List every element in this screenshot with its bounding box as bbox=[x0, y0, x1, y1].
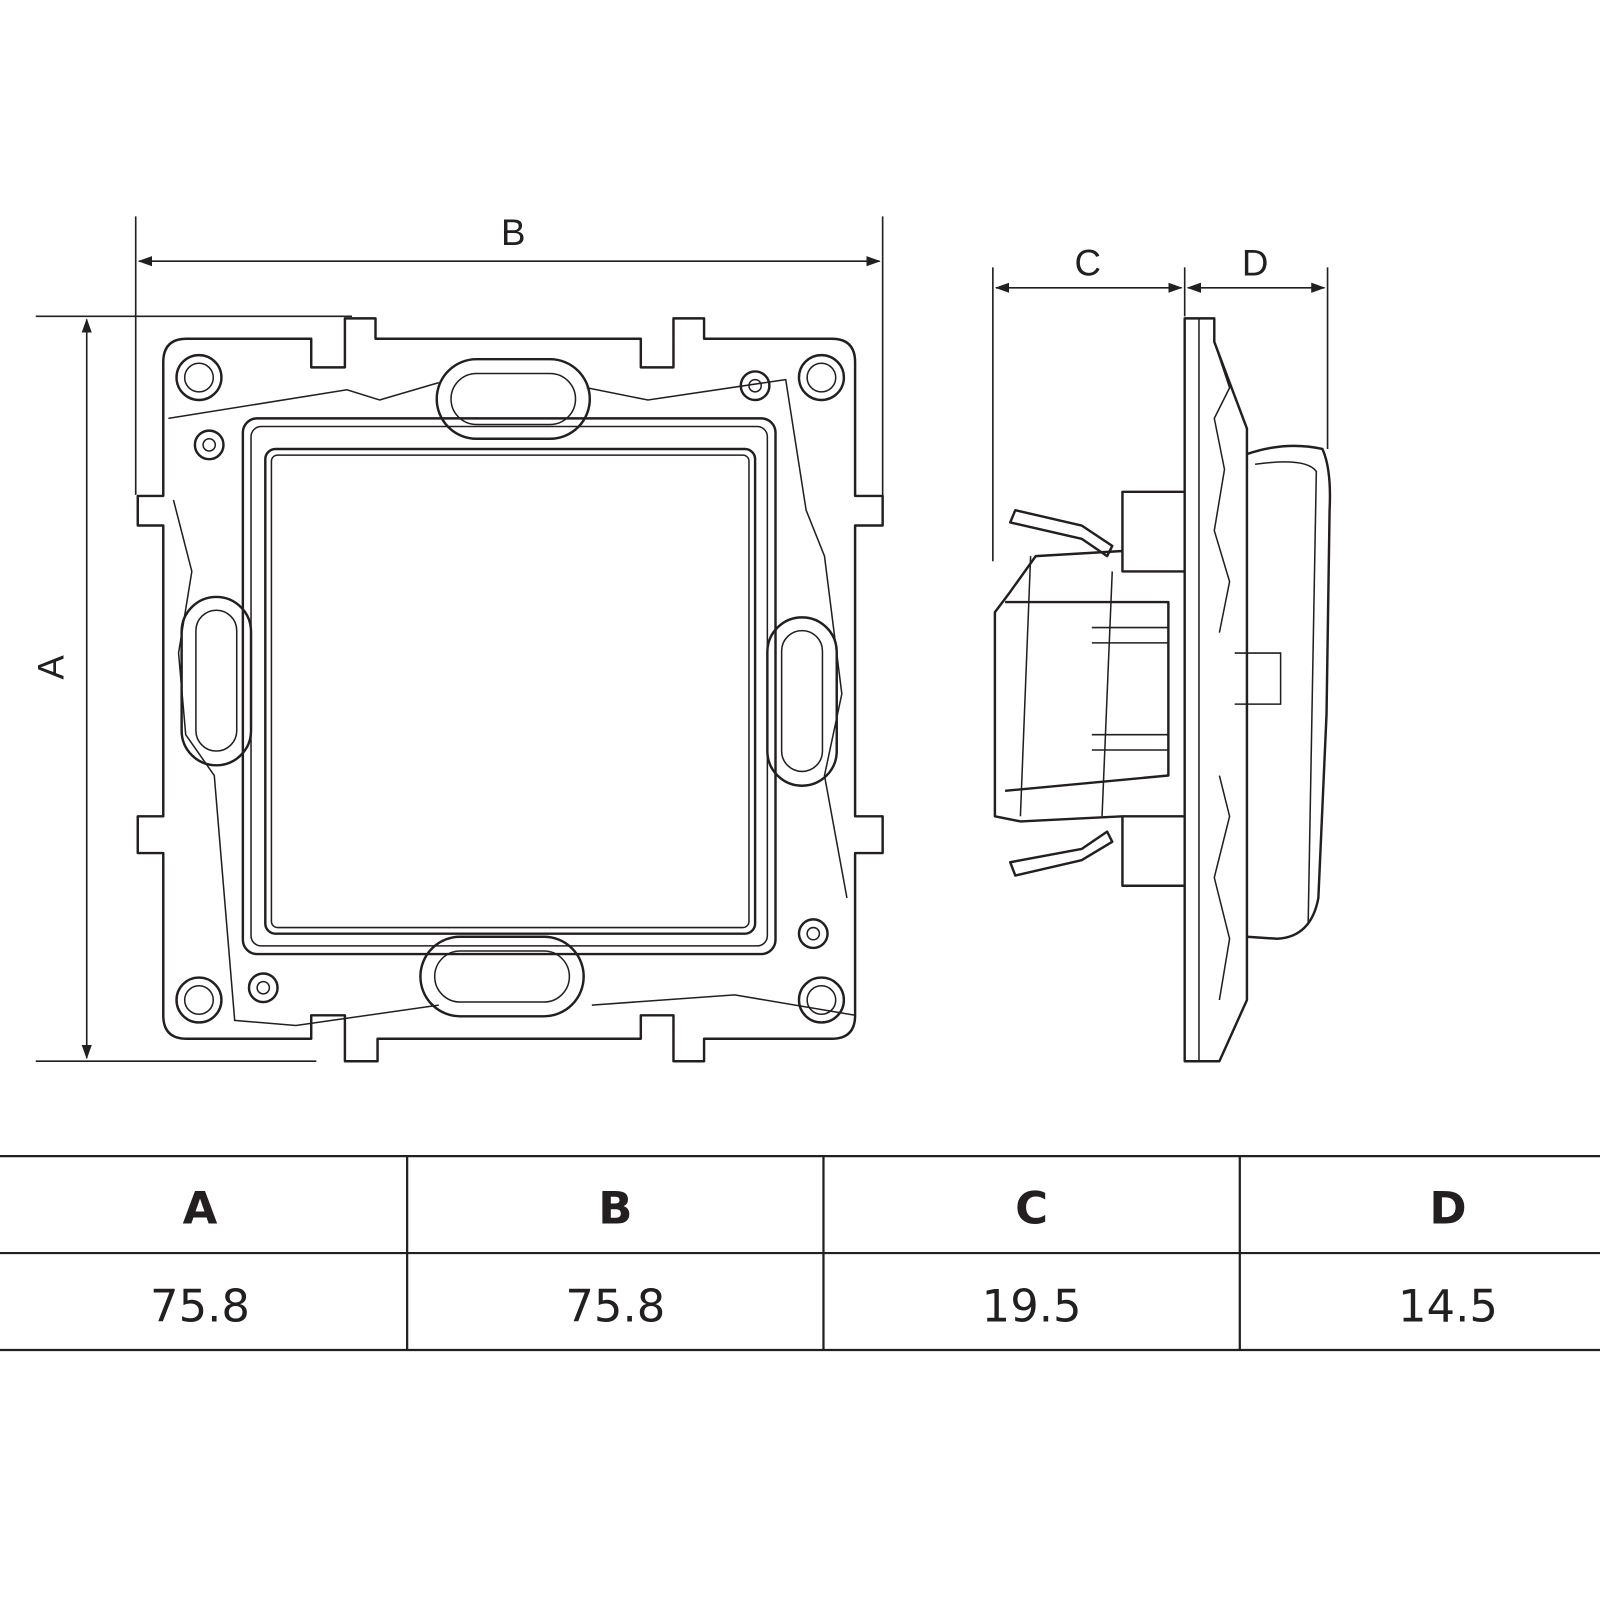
terminal-bottom bbox=[1008, 830, 1114, 877]
mounting-slots bbox=[180, 357, 838, 1018]
side-plate bbox=[1183, 317, 1249, 1063]
table-header-d: D bbox=[1429, 1181, 1466, 1234]
dimension-c-label: C bbox=[1074, 243, 1101, 284]
front-view bbox=[136, 317, 884, 1063]
dimension-a: A bbox=[30, 315, 353, 1063]
side-rocker bbox=[1246, 444, 1332, 940]
table-header-a: A bbox=[183, 1181, 218, 1234]
switch-rocker bbox=[264, 447, 757, 935]
table-value-b: 75.8 bbox=[565, 1279, 665, 1332]
table-header-c: C bbox=[1015, 1181, 1048, 1234]
side-view bbox=[993, 317, 1332, 1063]
dimension-b: B bbox=[134, 212, 884, 516]
dimension-b-label: B bbox=[501, 212, 526, 253]
table-header-b: B bbox=[598, 1181, 632, 1234]
table-value-a: 75.8 bbox=[150, 1279, 250, 1332]
screw-holes bbox=[175, 353, 846, 1024]
dimensions-table: A B C D 75.8 75.8 19.5 14.5 bbox=[0, 1155, 1600, 1352]
dimension-d-label: D bbox=[1242, 243, 1269, 284]
switch-frame bbox=[241, 417, 777, 956]
side-mechanism bbox=[993, 490, 1185, 887]
terminal-top bbox=[1008, 508, 1114, 558]
dimension-a-label: A bbox=[30, 655, 71, 680]
dimension-d: D bbox=[1186, 243, 1329, 449]
dimension-c: C bbox=[992, 243, 1186, 562]
table-value-c: 19.5 bbox=[982, 1279, 1082, 1332]
table-value-d: 14.5 bbox=[1398, 1279, 1498, 1332]
